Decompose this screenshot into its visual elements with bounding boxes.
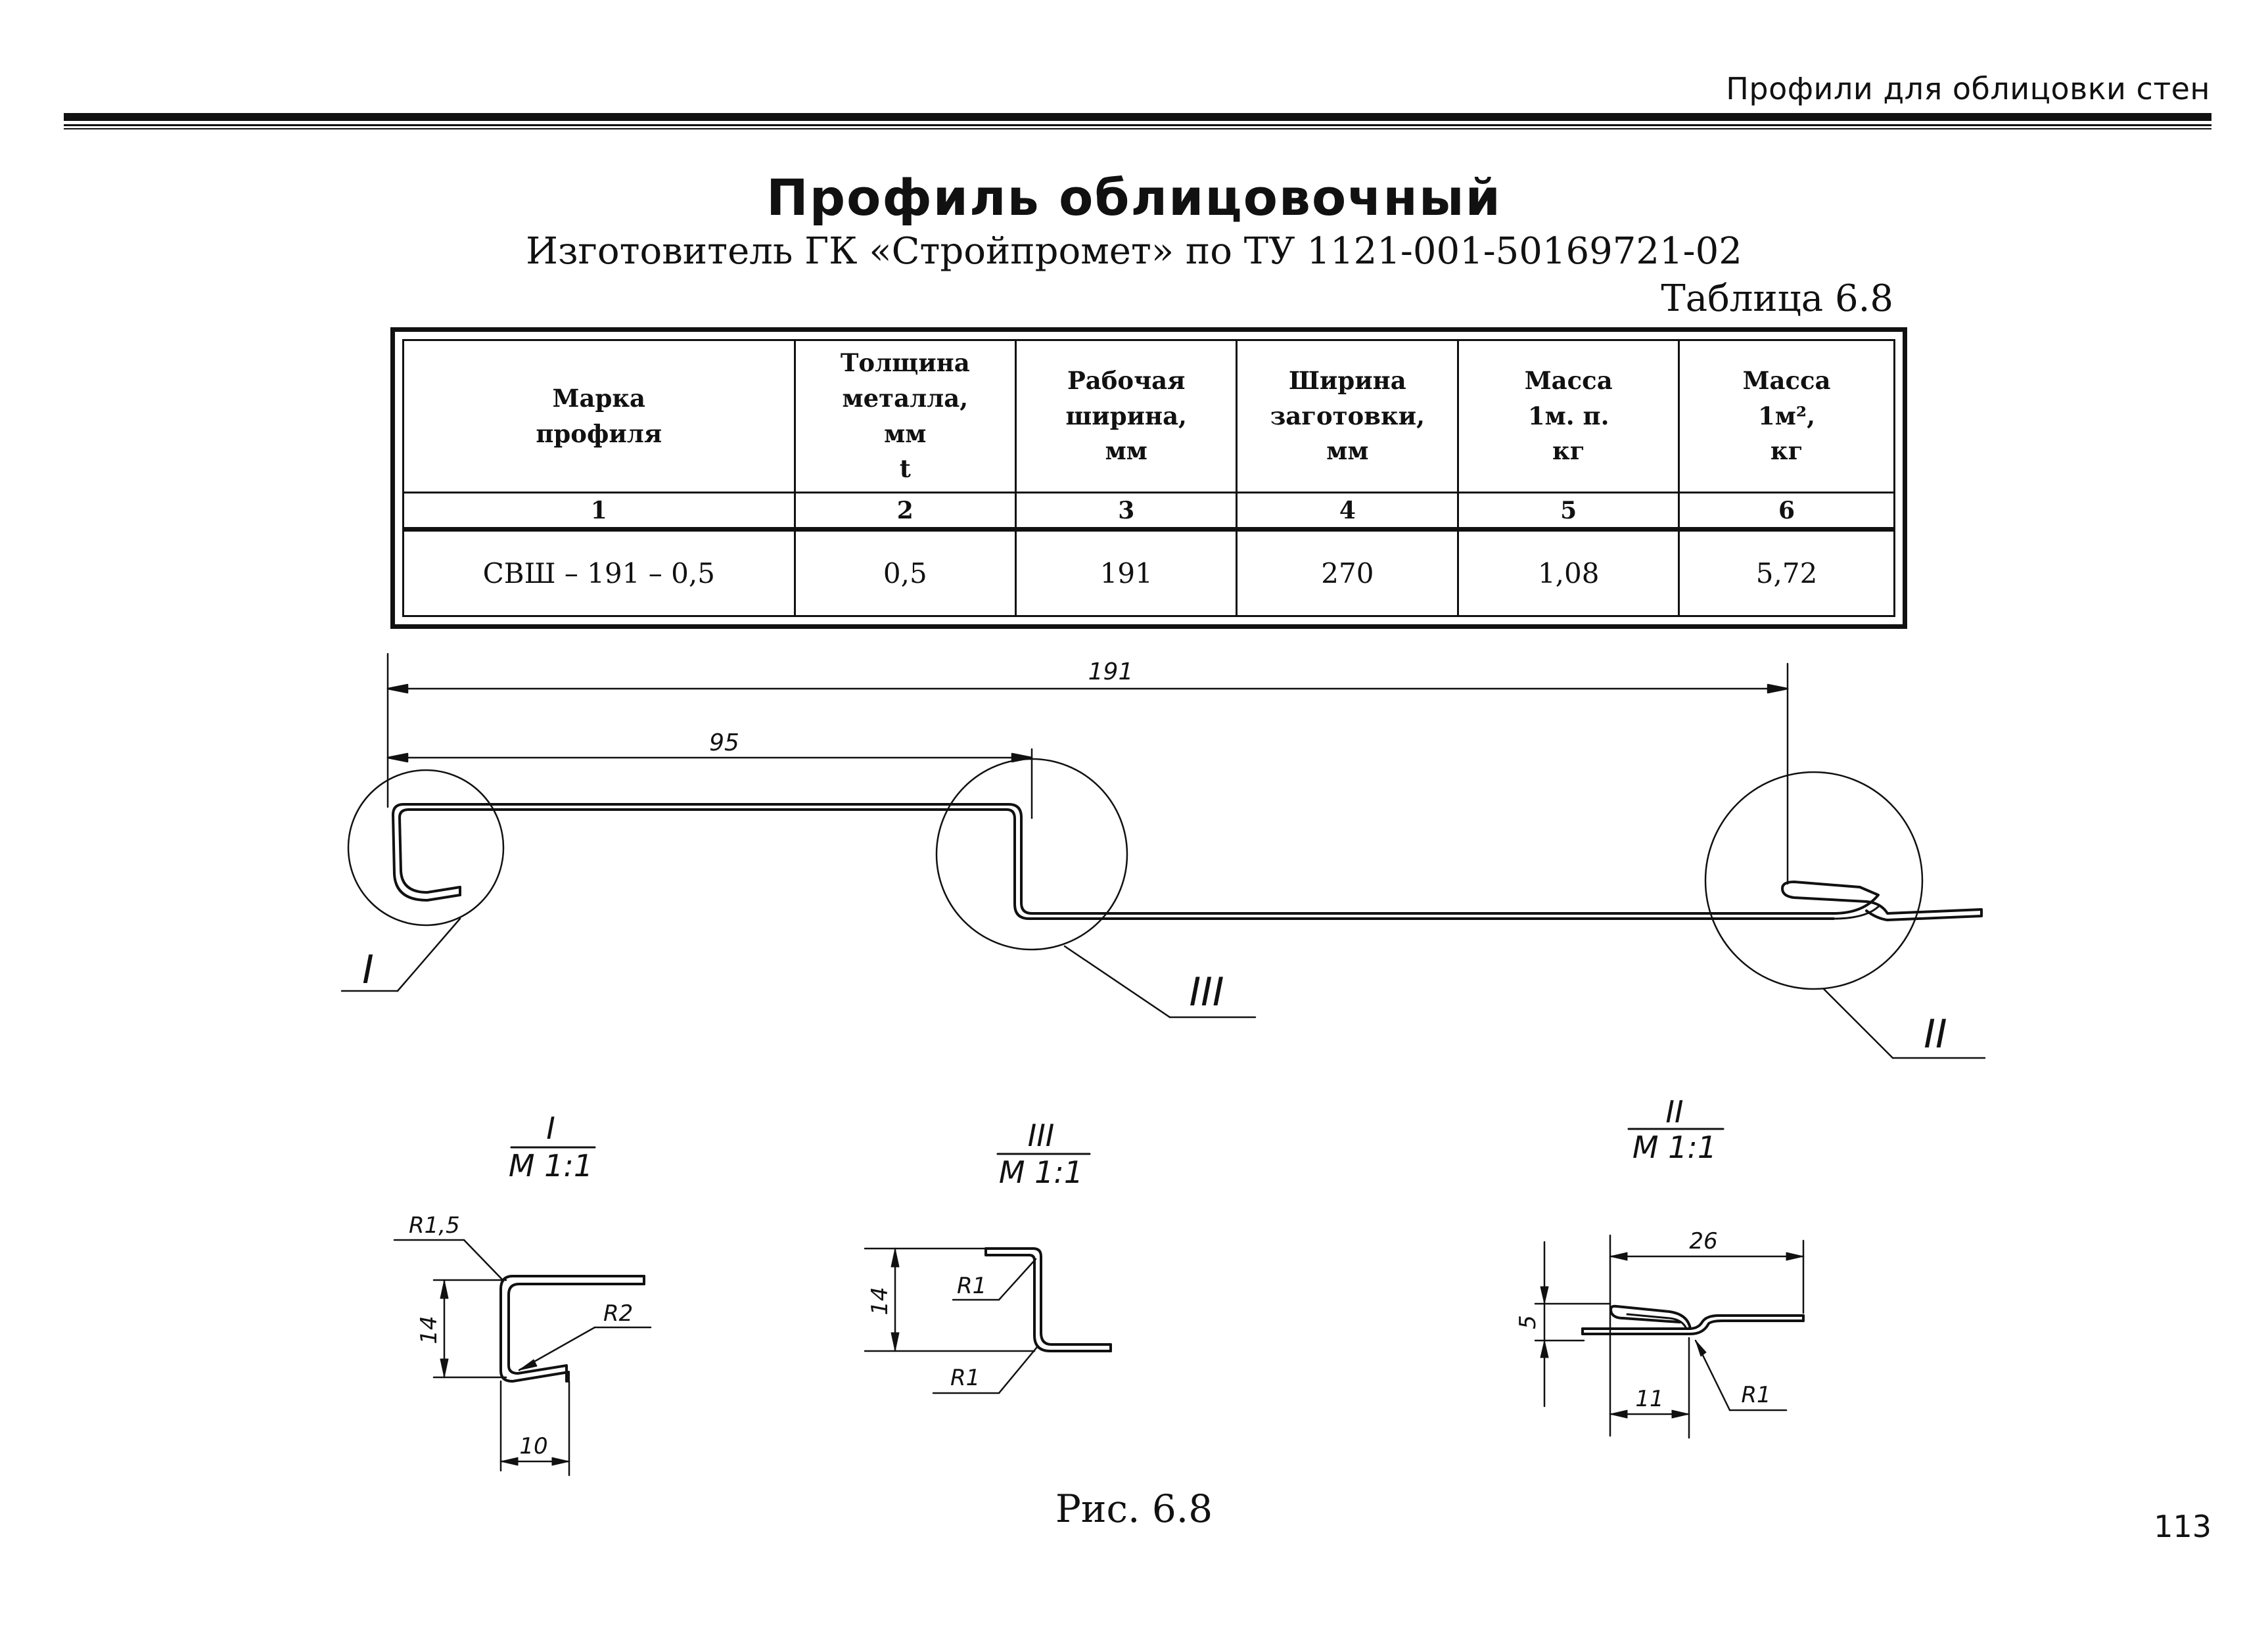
table-cell: 1,08	[1457, 528, 1680, 617]
table-cell: 5,72	[1678, 528, 1895, 617]
detail-ii-height: 5	[1515, 1315, 1541, 1329]
table-cell: 0,5	[793, 528, 1017, 617]
table-header-row: Марка профиля Толщина металла, мм t Рабо…	[402, 339, 1895, 493]
overall-width-label: 191	[1088, 658, 1134, 685]
table-label: Таблица 6.8	[1661, 277, 1893, 320]
detail-i: I М 1:1 14 10 R1,5 R2	[393, 1111, 652, 1477]
column-header: Масса 1м², кг	[1678, 339, 1895, 493]
column-number: 3	[1015, 492, 1238, 532]
callout-label-iii: III	[1189, 969, 1224, 1015]
column-header: Толщина металла, мм t	[793, 339, 1017, 493]
callout-i	[340, 769, 505, 992]
detail-ii-radius: R1	[1741, 1382, 1770, 1408]
column-header: Марка профиля	[402, 339, 796, 493]
detail-ii-length: 26	[1689, 1228, 1717, 1254]
page-title: Профиль облицовочный	[766, 168, 1502, 227]
detail-i-lip: 10	[519, 1433, 547, 1459]
overall-dimension	[386, 653, 1789, 885]
detail-iii-id: III	[1028, 1118, 1055, 1153]
detail-i-id: I	[546, 1111, 555, 1146]
column-header: Масса 1м. п. кг	[1457, 339, 1680, 493]
table-cell: СВШ – 191 – 0,5	[402, 528, 796, 617]
callout-ii	[1704, 771, 1986, 1059]
running-head: Профили для облицовки стен	[1726, 71, 2210, 106]
column-header: Рабочая ширина, мм	[1015, 339, 1238, 493]
callout-label-i: I	[362, 947, 374, 993]
detail-iii: III М 1:1 14 R1 R1	[864, 1118, 1112, 1394]
callout-iii	[935, 758, 1257, 1019]
step-width-label: 95	[709, 729, 739, 756]
detail-iii-scale: М 1:1	[999, 1155, 1083, 1190]
spec-table: Марка профиля Толщина металла, мм t Рабо…	[402, 339, 1895, 617]
detail-ii-id: II	[1665, 1094, 1683, 1130]
detail-ii: II М 1:1 26 5 11 R1	[1515, 1094, 1805, 1439]
page-number: 113	[2154, 1509, 2211, 1544]
figure-caption: Рис. 6.8	[1055, 1486, 1213, 1531]
detail-ii-hem: 11	[1635, 1386, 1663, 1412]
header-rule	[64, 113, 2211, 129]
column-number: 1	[402, 492, 796, 532]
column-header: Ширина заготовки, мм	[1236, 339, 1460, 493]
column-number: 4	[1236, 492, 1460, 532]
detail-ii-scale: М 1:1	[1632, 1130, 1717, 1165]
step-dimension	[386, 748, 1033, 819]
column-number-row: 1 2 3 4 5 6	[402, 492, 1895, 532]
table-cell: 191	[1015, 528, 1238, 617]
detail-iii-radius-top: R1	[957, 1273, 986, 1299]
spec-table-frame: Марка профиля Толщина металла, мм t Рабо…	[390, 327, 1907, 629]
main-profile	[392, 803, 1983, 921]
column-number: 2	[793, 492, 1017, 532]
column-number: 6	[1678, 492, 1895, 532]
page-subtitle: Изготовитель ГК «Стройпромет» по ТУ 1121…	[526, 230, 1742, 273]
table-row: СВШ – 191 – 0,5 0,5 191 270 1,08 5,72	[402, 528, 1895, 617]
detail-i-scale: М 1:1	[509, 1148, 593, 1183]
detail-iii-radius-bottom: R1	[950, 1365, 980, 1391]
callout-label-ii: II	[1924, 1011, 1947, 1057]
detail-i-height: 14	[416, 1316, 442, 1344]
detail-iii-height: 14	[867, 1287, 893, 1315]
table-cell: 270	[1236, 528, 1460, 617]
column-number: 5	[1457, 492, 1680, 532]
detail-i-radius-top: R1,5	[409, 1212, 460, 1239]
detail-i-radius-bottom: R2	[603, 1300, 633, 1327]
